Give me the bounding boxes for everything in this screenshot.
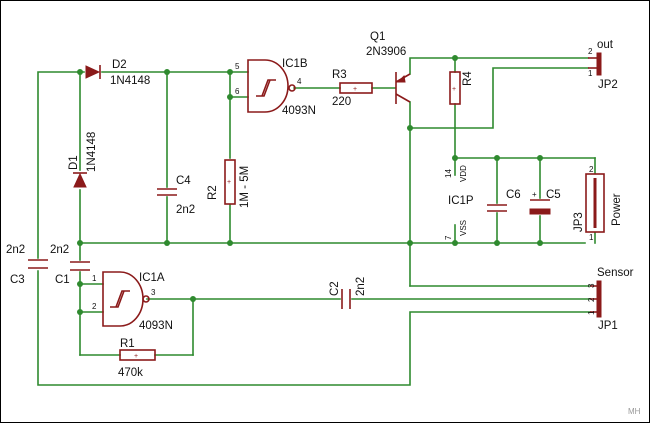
c1-value: 2n2	[50, 244, 69, 256]
jp1-name: JP1	[598, 320, 618, 332]
r1-value: 470k	[118, 367, 143, 379]
c3-value: 2n2	[6, 244, 25, 256]
ic1b-pin4: 4	[297, 77, 302, 86]
diode-d1: D1 1N4148	[68, 132, 98, 188]
r3-name: R3	[332, 69, 347, 81]
ic1p-pin14: 14	[444, 169, 453, 178]
svg-text:+: +	[452, 86, 456, 93]
power-pins-ic1p: 14 VDD IC1P VSS 7	[444, 165, 474, 240]
jp2-pin2: 2	[588, 47, 593, 56]
c6-name: C6	[506, 189, 521, 201]
c2-name: C2	[329, 281, 341, 296]
r4-name: R4	[462, 71, 474, 86]
svg-text:+: +	[532, 190, 537, 199]
resistor-r1: + R1 470k	[118, 338, 156, 379]
diode-d2: D2 1N4148	[85, 59, 150, 87]
d1-value: 1N4148	[86, 132, 98, 172]
wires	[37, 57, 596, 386]
r2-name: R2	[207, 185, 219, 200]
capacitor-c1: 2n2 C1	[50, 244, 90, 286]
r2-value: 1M - 5M	[239, 166, 251, 208]
jp2-pin1: 1	[588, 69, 593, 78]
jp3-pin2: 2	[589, 165, 594, 174]
jp1-pin2: 2	[587, 297, 596, 302]
signature: MH	[628, 407, 641, 416]
svg-text:+: +	[227, 179, 231, 186]
capacitor-c5: + C5	[529, 189, 561, 215]
d2-value: 1N4148	[110, 75, 150, 87]
ic1b-pin6: 6	[235, 87, 240, 96]
c3-name: C3	[10, 274, 25, 286]
nand-gate-ic1a: 1 2 3 IC1A 4093N	[92, 271, 173, 332]
c1-name: C1	[55, 274, 70, 286]
jp2-label: out	[597, 39, 614, 51]
r1-name: R1	[120, 338, 135, 350]
svg-text:+: +	[353, 86, 357, 93]
d2-name: D2	[112, 59, 127, 71]
resistor-r2: + R2 1M - 5M	[207, 159, 251, 208]
ic1b-name: IC1B	[282, 58, 308, 70]
connector-jp3: 2 1 JP3 Power	[573, 165, 623, 242]
jp2-name: JP2	[598, 79, 618, 91]
jp3-label: Power	[611, 193, 623, 226]
q1-value: 2N3906	[366, 46, 406, 58]
jp1-pin3: 3	[587, 283, 596, 288]
junctions	[77, 55, 543, 315]
d1-name: D1	[68, 155, 80, 170]
ic1a-pin3: 3	[151, 288, 156, 297]
ic1a-pin2: 2	[92, 302, 97, 311]
capacitor-c2: C2 2n2	[329, 277, 367, 309]
jp1-label: Sensor	[597, 267, 634, 279]
capacitor-c4: C4 2n2	[157, 175, 195, 216]
jp3-name: JP3	[573, 212, 585, 232]
transistor-q1: Q1 2N3906	[366, 31, 411, 104]
resistor-r3: + R3 220	[332, 69, 373, 108]
ic1p-vdd-label: VDD	[459, 165, 468, 182]
jp1-pin1: 1	[587, 310, 596, 315]
nand-gate-ic1b: 5 6 4 IC1B 4093N	[235, 58, 316, 117]
r3-value: 220	[332, 96, 351, 108]
capacitor-c3: 2n2 C3	[6, 244, 48, 286]
ic1a-value: 4093N	[139, 320, 173, 332]
connector-jp2: 2 1 out JP2	[588, 39, 618, 91]
ic1a-name: IC1A	[139, 272, 165, 284]
c4-name: C4	[176, 175, 191, 187]
ic1p-vss-label: VSS	[459, 220, 468, 236]
ic1p-name: IC1P	[448, 195, 474, 207]
c4-value: 2n2	[176, 204, 195, 216]
ic1b-pin5: 5	[235, 62, 240, 71]
ic1a-pin1: 1	[92, 274, 97, 283]
c2-value: 2n2	[355, 277, 367, 296]
resistor-r4: + R4	[449, 71, 474, 105]
connector-jp1: 3 2 1 Sensor JP1	[587, 267, 634, 332]
ic1p-pin7: 7	[444, 235, 453, 240]
jp3-pin1: 1	[589, 233, 594, 242]
q1-name: Q1	[370, 31, 385, 43]
svg-text:+: +	[134, 353, 138, 360]
c5-name: C5	[546, 189, 561, 201]
capacitor-c6: C6	[487, 189, 521, 212]
ic1b-value: 4093N	[282, 105, 316, 117]
